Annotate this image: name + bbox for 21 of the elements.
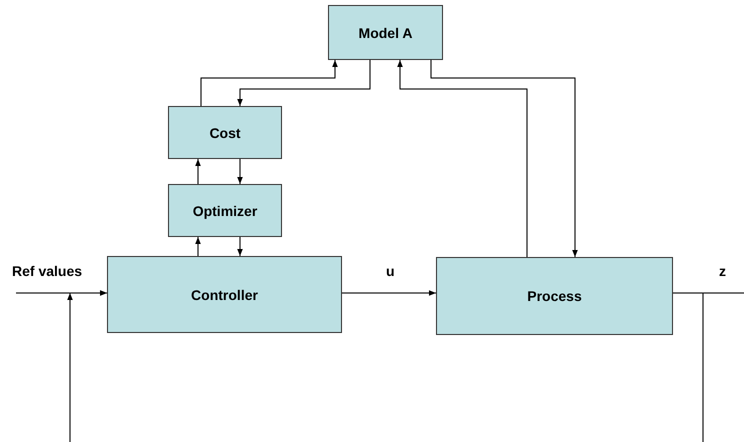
process-box [168,106,282,159]
arrow [397,60,528,258]
arrow [430,60,578,258]
box-label: Controller [191,286,258,302]
process-box [107,256,342,333]
arrow [67,290,108,442]
box-label: Optimizer [192,202,258,218]
arrow [237,158,243,184]
arrow [195,236,201,256]
edge-label: Ref values [12,263,82,279]
box-label: Cost [209,124,241,140]
process-box [328,5,443,60]
arrow [342,290,436,296]
process-box [168,184,282,237]
process-box [436,257,673,335]
box-label: Model A [358,24,412,40]
arrow [237,236,243,256]
arrow [200,60,338,106]
box-label: Process [527,288,582,304]
arrow [195,158,201,184]
arrow [237,60,370,106]
